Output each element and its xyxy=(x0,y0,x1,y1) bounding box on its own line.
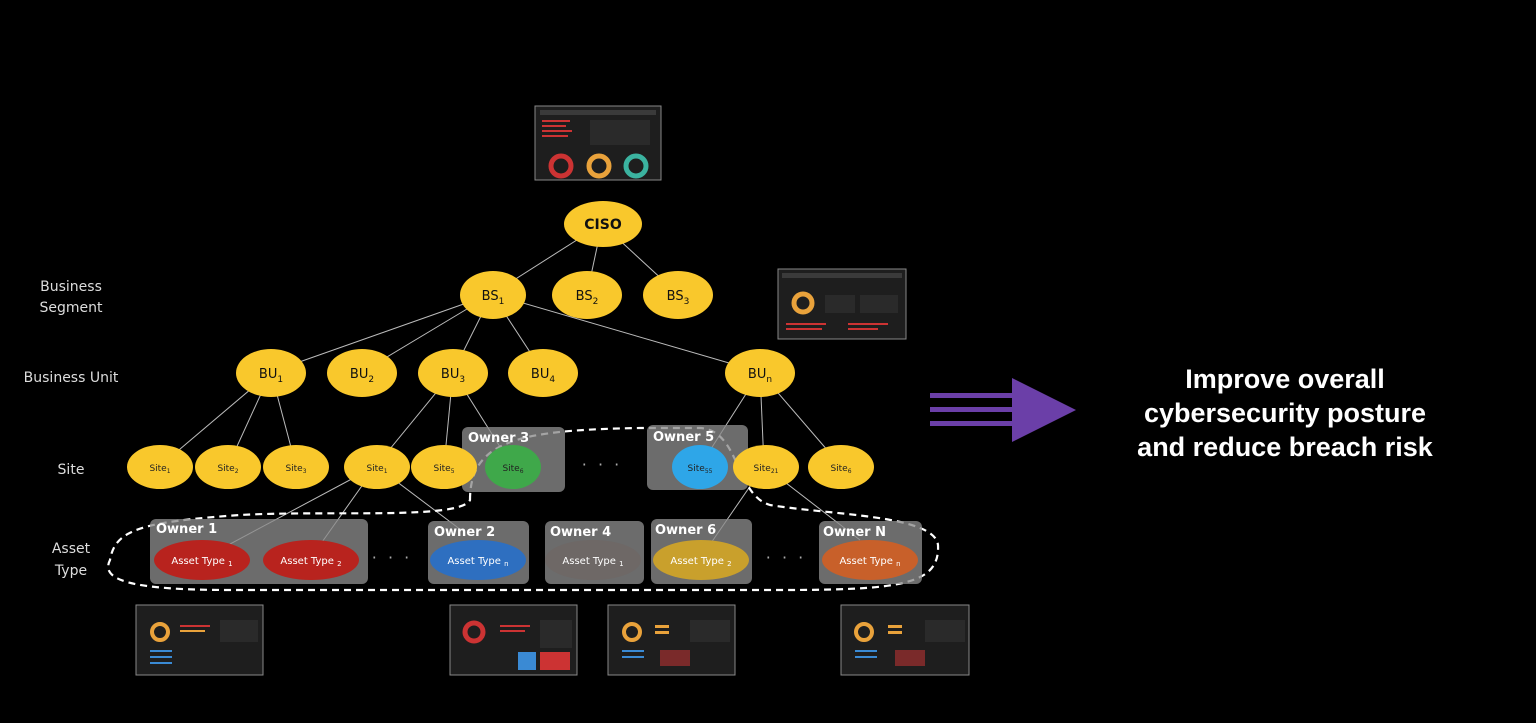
svg-text:Asset Type n: Asset Type n xyxy=(839,556,900,568)
owner-label-1: Owner 1 xyxy=(156,522,217,537)
owner-label-3: Owner 3 xyxy=(468,431,529,446)
ellipsis-site-row: · · · xyxy=(582,455,622,474)
triple-arrow-icon xyxy=(930,378,1076,442)
owner-label-n: Owner N xyxy=(823,525,886,540)
svg-text:Asset Type 1: Asset Type 1 xyxy=(171,556,232,568)
node-site-bu3-1: Site1 xyxy=(344,445,410,489)
dashboard-thumbnail-bottom-4 xyxy=(840,604,970,676)
headline-text: Improve overall cybersecurity posture an… xyxy=(1085,362,1485,464)
owner-label-4: Owner 4 xyxy=(550,525,611,540)
node-site-bun-6: Site6 xyxy=(808,445,874,489)
node-bun: BUn xyxy=(725,349,795,397)
asset-node-owner6-type2: Asset Type 2 xyxy=(653,540,749,580)
svg-text:BU2: BU2 xyxy=(350,367,374,385)
dashboard-thumbnail-top xyxy=(534,105,662,181)
headline-line-3: and reduce breach risk xyxy=(1137,432,1433,462)
svg-text:Asset Type 1: Asset Type 1 xyxy=(562,556,623,568)
ellipsis-asset-row-left: · · · xyxy=(372,548,412,567)
dashboard-thumbnail-bottom-2 xyxy=(449,604,578,676)
ellipsis-asset-row-right: · · · xyxy=(766,548,806,567)
level-label-site: Site xyxy=(58,462,85,478)
dashboard-thumbnail-right xyxy=(777,268,907,340)
node-bu2: BU2 xyxy=(327,349,397,397)
svg-text:BU4: BU4 xyxy=(531,367,555,385)
svg-text:Site2: Site2 xyxy=(217,464,238,475)
asset-node-owner1-type1: Asset Type 1 xyxy=(154,540,250,580)
svg-text:Site1: Site1 xyxy=(366,464,387,475)
svg-text:Site5: Site5 xyxy=(433,464,454,475)
asset-node-owner2-typen: Asset Type n xyxy=(430,540,526,580)
node-ciso: CISO xyxy=(564,201,642,247)
svg-text:Site55: Site55 xyxy=(688,464,713,475)
svg-text:Site3: Site3 xyxy=(285,464,306,475)
node-site-55-blue: Site55 xyxy=(672,445,728,489)
svg-text:BS1: BS1 xyxy=(482,289,505,307)
svg-text:CISO: CISO xyxy=(584,217,622,233)
node-site-6-green: Site6 xyxy=(485,445,541,489)
svg-text:BU1: BU1 xyxy=(259,367,283,385)
owner-label-6: Owner 6 xyxy=(655,523,716,538)
svg-text:Site6: Site6 xyxy=(830,464,851,475)
node-bs1: BS1 xyxy=(460,271,526,319)
svg-text:Site1: Site1 xyxy=(149,464,170,475)
svg-text:BU3: BU3 xyxy=(441,367,465,385)
dashboard-thumbnail-bottom-1 xyxy=(135,604,264,676)
asset-node-ownern-typen: Asset Type n xyxy=(822,540,918,580)
node-bu1: BU1 xyxy=(236,349,306,397)
svg-text:Site6: Site6 xyxy=(502,464,523,475)
owner-label-2: Owner 2 xyxy=(434,525,495,540)
node-bs3: BS3 xyxy=(643,271,713,319)
node-site-1: Site1 xyxy=(127,445,193,489)
owner-label-5: Owner 5 xyxy=(653,430,714,445)
asset-node-owner1-type2: Asset Type 2 xyxy=(263,540,359,580)
svg-text:BS2: BS2 xyxy=(576,289,599,307)
node-bu3: BU3 xyxy=(418,349,488,397)
svg-text:BUn: BUn xyxy=(748,367,772,385)
node-site-5: Site5 xyxy=(411,445,477,489)
headline-line-2: cybersecurity posture xyxy=(1143,398,1427,428)
node-bu4: BU4 xyxy=(508,349,578,397)
node-bs2: BS2 xyxy=(552,271,622,319)
svg-text:Asset Type 2: Asset Type 2 xyxy=(280,556,341,568)
svg-text:BS3: BS3 xyxy=(667,289,690,307)
svg-text:Asset Type n: Asset Type n xyxy=(447,556,508,568)
asset-node-owner4-type1: Asset Type 1 xyxy=(545,540,641,580)
svg-text:Site21: Site21 xyxy=(754,464,779,475)
svg-text:Asset Type 2: Asset Type 2 xyxy=(670,556,731,568)
level-label-business-unit: Business Unit xyxy=(24,370,119,386)
headline-line-1: Improve overall xyxy=(1185,364,1385,394)
dashboard-thumbnail-bottom-3 xyxy=(607,604,736,676)
node-site-3: Site3 xyxy=(263,445,329,489)
node-site-21: Site21 xyxy=(733,445,799,489)
node-site-2: Site2 xyxy=(195,445,261,489)
